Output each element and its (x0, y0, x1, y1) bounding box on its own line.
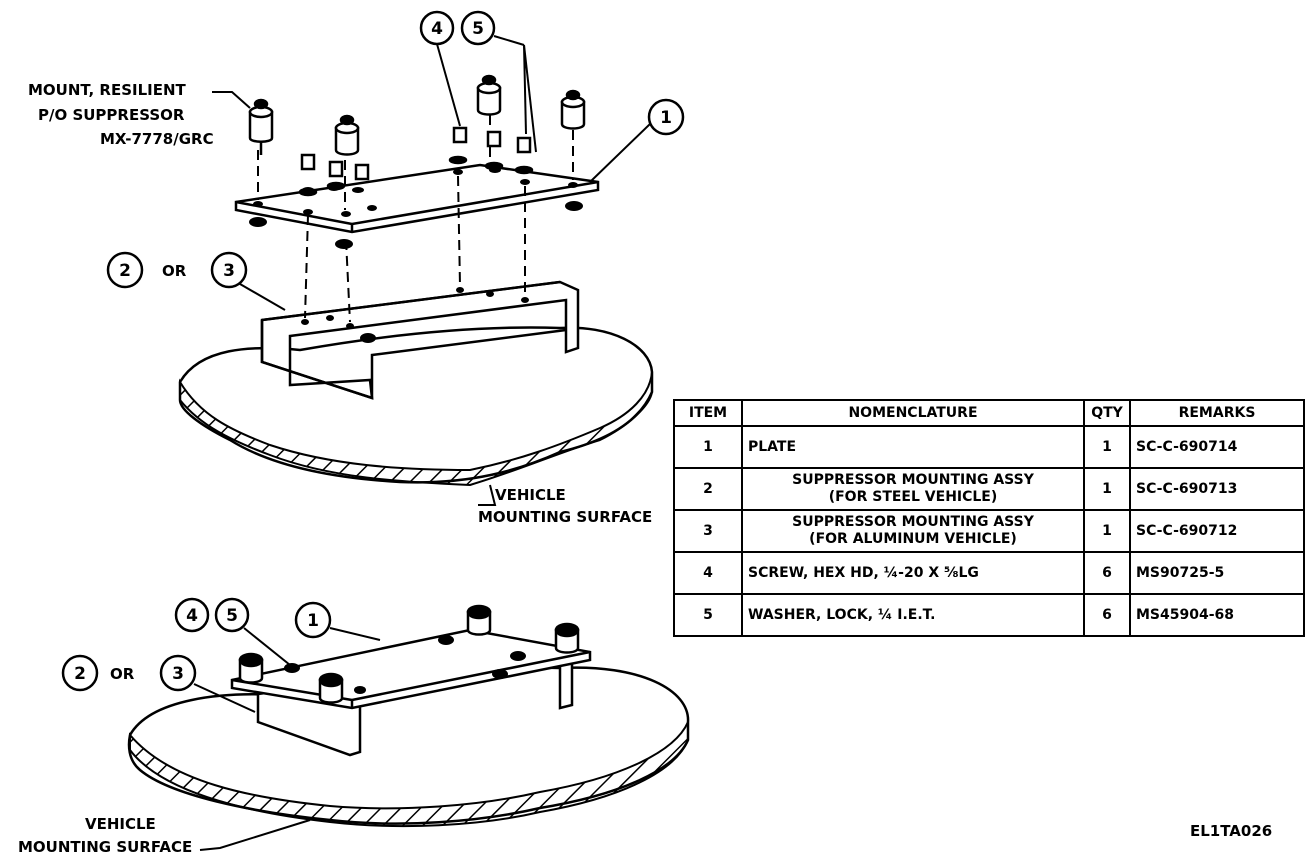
row-nomenclature: SCREW, HEX HD, ¼-20 X ⅝LG (741, 551, 1085, 595)
vehicle-top-line2: MOUNTING SURFACE (478, 508, 652, 526)
callout-bubbles-top (106, 10, 685, 289)
row-qty: 6 (1083, 551, 1131, 595)
bracket-top (260, 280, 580, 400)
row-remarks: MS90725-5 (1129, 551, 1305, 595)
row-qty: 6 (1083, 593, 1131, 637)
table-row: 1 PLATE 1 SC-C-690714 (673, 425, 1305, 469)
vehicle-bottom-line1: VEHICLE (85, 815, 156, 833)
plate-top (234, 163, 600, 234)
row-remarks: SC-C-690713 (1129, 467, 1305, 511)
callout-bottom-3: 3 (172, 664, 184, 684)
row-nomenclature: SUPPRESSOR MOUNTING ASSY (FOR ALUMINUM V… (741, 509, 1085, 553)
row-item: 2 (673, 467, 743, 511)
row-remarks: SC-C-690714 (1129, 425, 1305, 469)
row-remarks: MS45904-68 (1129, 593, 1305, 637)
parts-list-table: ITEM NOMENCLATURE QTY REMARKS 1 PLATE 1 … (673, 399, 1305, 637)
callout-top-2: 2 (119, 261, 131, 281)
vehicle-top-line1: VEHICLE (495, 486, 566, 504)
mount-leader (212, 91, 251, 109)
header-qty: QTY (1083, 399, 1131, 427)
row-qty: 1 (1083, 467, 1131, 511)
callout-bubbles-bottom (61, 597, 332, 692)
table-row: 2 SUPPRESSOR MOUNTING ASSY (FOR STEEL VE… (673, 467, 1305, 511)
nomenclature-line2: (FOR ALUMINUM VEHICLE) (809, 531, 1017, 547)
header-item: ITEM (673, 399, 743, 427)
mount-label-line2: P/O SUPPRESSOR (38, 106, 185, 124)
vehicle-surface-top (178, 326, 654, 487)
or-label-bottom: OR (110, 665, 135, 683)
alignment-lines-top (257, 115, 574, 323)
callout-bottom-1: 1 (307, 611, 319, 631)
header-nomenclature: NOMENCLATURE (741, 399, 1085, 427)
mount-label-line3: MX-7778/GRC (100, 130, 214, 148)
leader-lines-top (239, 35, 651, 506)
row-nomenclature: SUPPRESSOR MOUNTING ASSY (FOR STEEL VEHI… (741, 467, 1085, 511)
nomenclature-line2: (FOR STEEL VEHICLE) (828, 489, 998, 505)
bracket-holes-top (301, 287, 529, 343)
callout-top-1: 1 (660, 108, 672, 128)
row-qty: 1 (1083, 425, 1131, 469)
leader-lines-bottom (193, 627, 381, 851)
row-item: 3 (673, 509, 743, 553)
under-plate-mounts-top (249, 201, 583, 249)
or-label-top: OR (162, 262, 187, 280)
table-row: 5 WASHER, LOCK, ¼ I.E.T. 6 MS45904-68 (673, 593, 1305, 637)
nomenclature-line1: SUPPRESSOR MOUNTING ASSY (792, 514, 1034, 530)
row-item: 5 (673, 593, 743, 637)
callout-top-3: 3 (223, 261, 235, 281)
resilient-mounts-top (248, 74, 586, 156)
mount-label-line1: MOUNT, RESILIENT (28, 81, 187, 99)
vehicle-bottom-line2: MOUNTING SURFACE (18, 838, 192, 856)
table-row: 3 SUPPRESSOR MOUNTING ASSY (FOR ALUMINUM… (673, 509, 1305, 553)
nomenclature-line1: SUPPRESSOR MOUNTING ASSY (792, 472, 1034, 488)
header-remarks: REMARKS (1129, 399, 1305, 427)
callout-top-5: 5 (472, 19, 484, 39)
row-nomenclature: PLATE (741, 425, 1085, 469)
row-item: 4 (673, 551, 743, 595)
table-header-row: ITEM NOMENCLATURE QTY REMARKS (673, 399, 1305, 427)
callout-bottom-2: 2 (74, 664, 86, 684)
row-nomenclature: WASHER, LOCK, ¼ I.E.T. (741, 593, 1085, 637)
table-row: 4 SCREW, HEX HD, ¼-20 X ⅝LG 6 MS90725-5 (673, 551, 1305, 595)
row-item: 1 (673, 425, 743, 469)
resilient-mounts-bottom (238, 604, 580, 704)
screws-bottom (284, 635, 526, 694)
callout-bottom-4: 4 (186, 606, 198, 626)
row-remarks: SC-C-690712 (1129, 509, 1305, 553)
row-qty: 1 (1083, 509, 1131, 553)
callout-top-4: 4 (431, 19, 443, 39)
figure-code: EL1TA026 (1190, 822, 1272, 840)
callout-bottom-5: 5 (226, 606, 238, 626)
screws-top (298, 126, 534, 197)
